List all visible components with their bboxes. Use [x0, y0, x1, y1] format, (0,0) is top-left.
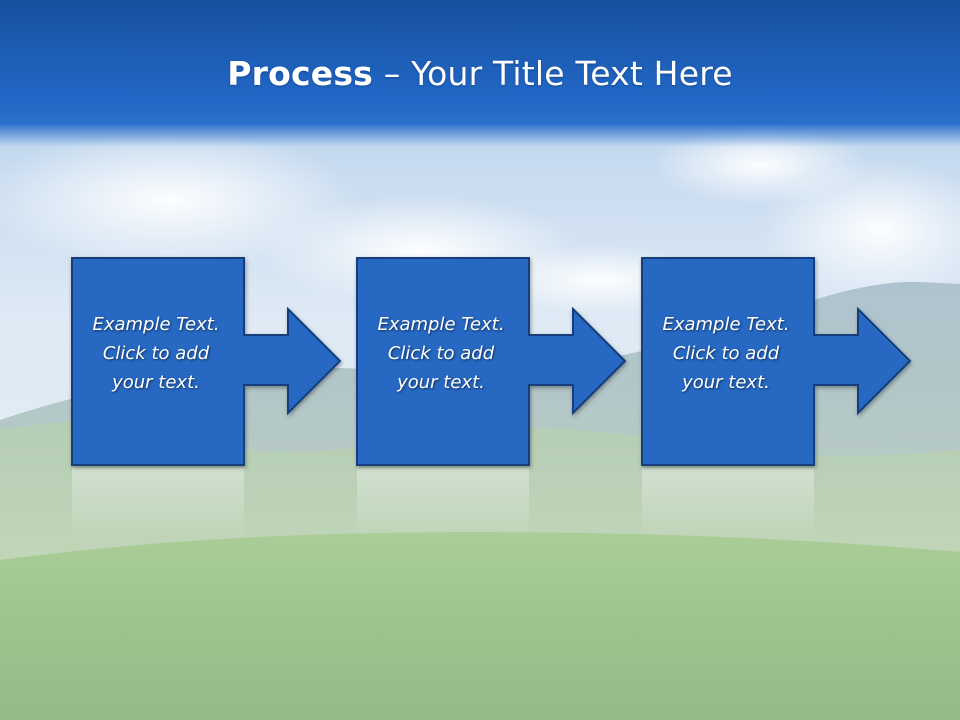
step-text-line: Example Text.	[377, 314, 505, 335]
step-text-line: Example Text.	[662, 314, 790, 335]
process-step-arrow-shape[interactable]	[71, 257, 342, 466]
step-text-line: Click to add	[672, 343, 780, 364]
step-shapes	[71, 257, 912, 466]
step-text-line: Example Text.	[92, 314, 220, 335]
slide-title[interactable]: Process – Your Title Text Here	[0, 52, 960, 96]
step-text-line: Click to add	[102, 343, 210, 364]
step-reflection	[357, 468, 529, 538]
step-text-line: Click to add	[387, 343, 495, 364]
slide-title-rest: – Your Title Text Here	[373, 54, 733, 93]
process-step-arrow-shape[interactable]	[641, 257, 912, 466]
step-text-line: your text.	[112, 372, 200, 393]
step-text-1[interactable]: Example Text. Click to add your text.	[71, 310, 241, 397]
step-reflection	[642, 468, 814, 538]
step-text-2[interactable]: Example Text. Click to add your text.	[356, 310, 526, 397]
step-text-3[interactable]: Example Text. Click to add your text.	[641, 310, 811, 397]
slide-title-bold: Process	[227, 54, 374, 93]
step-reflections	[72, 468, 814, 538]
step-reflection	[72, 468, 244, 538]
step-text-line: your text.	[397, 372, 485, 393]
step-text-line: your text.	[682, 372, 770, 393]
process-step-arrow-shape[interactable]	[356, 257, 627, 466]
